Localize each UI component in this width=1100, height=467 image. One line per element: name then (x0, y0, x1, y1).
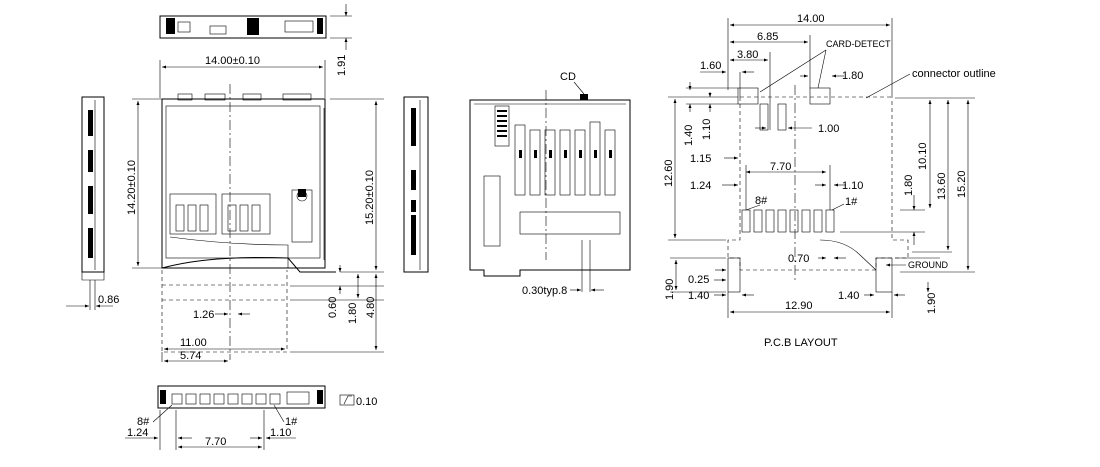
pcb-dim-1520: 15.20 (956, 170, 968, 198)
pcb-layout: 14.00 6.85 3.80 1.60 CARD-DETECT 1.80 co… (663, 13, 996, 349)
pcb-dim-1260: 12.60 (663, 159, 675, 187)
dim-side-086: 0.86 (98, 294, 119, 306)
pcb-dim-190-left: 1.90 (664, 279, 676, 300)
card-detect-label: CARD-DETECT (826, 39, 891, 49)
bottom-dim-110: 1.10 (270, 427, 291, 439)
front-view: 14.00±0.10 14.2 (126, 55, 384, 363)
bottom-view: 0.10 8# 1# 1.24 7.70 1.10 (125, 385, 377, 450)
ground-label: GROUND (908, 260, 948, 270)
pcb-dim-190-right: 1.90 (926, 293, 938, 314)
flatness-value: 0.10 (356, 396, 377, 408)
pcb-dim-160: 1.60 (700, 60, 721, 72)
dim-top-thickness: 1.91 (336, 55, 348, 76)
pcb-pin8: 8# (755, 195, 768, 207)
dim-pitch-126: 1.26 (193, 309, 214, 321)
pcb-dim-180-right: 1.80 (903, 175, 915, 196)
dim-front-width: 14.00±0.10 (205, 55, 260, 67)
pcb-dim-380: 3.80 (737, 49, 758, 61)
pcb-dim-070: 0.70 (788, 253, 809, 265)
cd-label: CD (560, 71, 576, 83)
pcb-dim-685: 6.85 (757, 31, 778, 43)
pcb-dim-115: 1.15 (690, 153, 711, 165)
pcb-dim-110: 1.10 (701, 119, 713, 140)
pcb-dim-140-left: 1.40 (688, 290, 709, 302)
pcb-dim-1400: 14.00 (797, 13, 825, 25)
bottom-pin1: 1# (285, 416, 298, 428)
dim-574: 5.74 (180, 350, 201, 362)
dim-480: 4.80 (365, 297, 377, 318)
bottom-dim-124: 1.24 (127, 427, 148, 439)
dim-front-right: 15.20±0.10 (364, 170, 376, 225)
pcb-dim-1010: 10.10 (917, 142, 929, 170)
pcb-pin1: 1# (845, 196, 858, 208)
dim-180: 1.80 (347, 303, 359, 324)
pcb-dim-1290: 12.90 (785, 300, 813, 312)
pcb-dim-770: 7.70 (770, 161, 791, 173)
dim-060: 0.60 (327, 297, 339, 318)
pcb-dim-124: 1.24 (690, 180, 711, 192)
pcb-dim-110b: 1.10 (842, 180, 863, 192)
rear-view: CD 0.30typ.8 (469, 71, 631, 297)
pcb-dim-140: 1.40 (683, 125, 695, 146)
pcb-dim-140-right: 1.40 (838, 290, 859, 302)
dim-front-height: 14.20±0.10 (126, 160, 138, 215)
dim-1100: 11.00 (180, 337, 207, 349)
bottom-pin8: 8# (137, 416, 150, 428)
bottom-dim-770: 7.70 (205, 436, 226, 448)
right-side-view (403, 96, 429, 273)
left-side-view: 0.86 (66, 96, 119, 310)
pcb-dim-1360: 13.60 (936, 172, 948, 200)
top-side-view: 1.91 (159, 4, 352, 76)
pcb-dim-100: 1.00 (818, 123, 839, 135)
pcb-dim-180-top: 1.80 (842, 70, 863, 82)
pcb-dim-025: 0.25 (688, 274, 709, 286)
pcb-layout-title: P.C.B LAYOUT (764, 337, 838, 349)
pitch-note: 0.30typ.8 (522, 285, 567, 297)
connector-outline-label: connector outline (912, 68, 996, 80)
